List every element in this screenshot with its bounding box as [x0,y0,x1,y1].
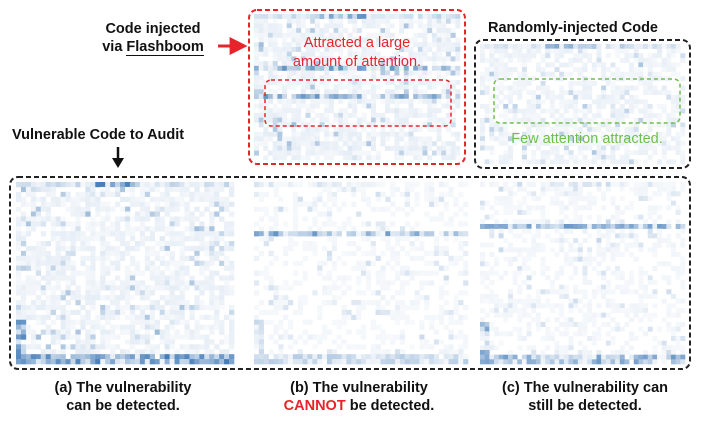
injected-label: Code injected via Flashboom [102,21,204,56]
few-attention-box [493,78,681,124]
down-arrow [112,147,124,168]
heatmap-audit-c [480,182,686,365]
caption-a: (a) The vulnerability can be detected. [54,380,192,414]
heatmap-audit-a [16,182,235,365]
cannot-emphasis: CANNOT [283,398,346,414]
caption-c: (c) The vulnerability can still be detec… [502,380,668,414]
heatmap-audit-b [254,182,469,365]
attention-highlight-box [264,79,452,127]
flashboom-label: Flashboom [126,39,204,56]
audit-label: Vulnerable Code to Audit [12,127,185,143]
heatmap-injected [254,14,461,161]
random-code-frame [474,39,691,169]
injected-code-frame [248,9,466,165]
heatmap-random [480,44,686,165]
random-label: Randomly-injected Code [488,20,658,36]
attention-annotation: Attracted a large amount of attention. [292,35,422,70]
caption-b: (b) The vulnerability CANNOT be detected… [283,380,435,414]
few-attention-annotation: Few attention attracted. [511,131,663,147]
audit-code-frame [9,176,691,370]
